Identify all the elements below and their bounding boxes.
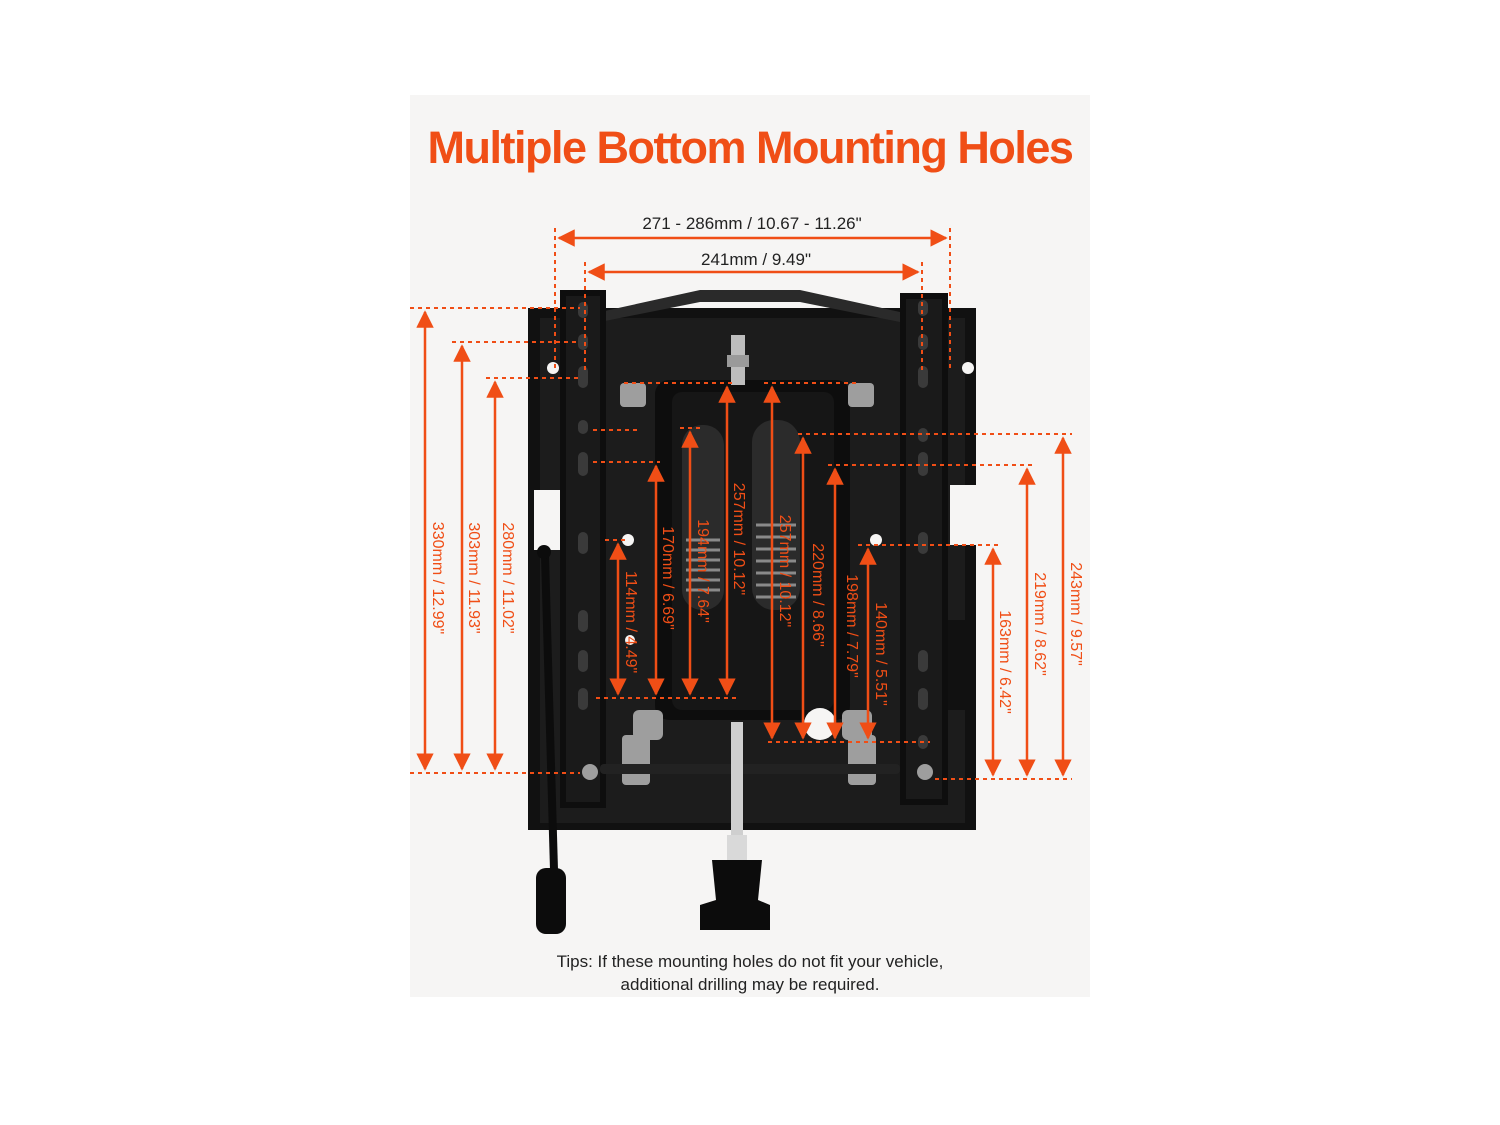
seat-mount-product <box>528 290 976 934</box>
adjustment-knob <box>700 860 770 930</box>
cross-bar <box>600 764 900 774</box>
label-257b: 257mm / 10.12" <box>776 515 793 627</box>
label-194: 194mm / 7.64" <box>694 519 711 623</box>
center-post <box>731 722 743 842</box>
lever-grip <box>536 868 566 934</box>
dimension-guides <box>410 228 1072 780</box>
label-220: 220mm / 8.66" <box>809 543 826 647</box>
page-title: Multiple Bottom Mounting Holes <box>427 122 1074 173</box>
label-170: 170mm / 6.69" <box>659 526 676 630</box>
spring-left <box>686 538 720 592</box>
tips-note: Tips: If these mounting holes do not fit… <box>410 950 1090 996</box>
dimension-arrows <box>416 229 1072 777</box>
label-257a: 257mm / 10.12" <box>730 483 747 595</box>
inner-width-label: 241mm / 9.49" <box>701 250 811 269</box>
outer-width-label: 271 - 286mm / 10.67 - 11.26" <box>642 214 861 233</box>
release-lever <box>541 556 558 870</box>
label-163: 163mm / 6.42" <box>996 610 1013 714</box>
label-243: 243mm / 9.57" <box>1067 562 1084 666</box>
label-219: 219mm / 8.62" <box>1031 572 1048 676</box>
tips-line-1: Tips: If these mounting holes do not fit… <box>556 952 944 971</box>
label-303: 303mm / 11.93" <box>465 522 482 633</box>
label-280: 280mm / 11.02" <box>499 522 516 633</box>
label-330: 330mm / 12.99" <box>429 522 446 634</box>
label-114: 114mm / 4.49" <box>622 571 639 673</box>
label-198: 198mm / 7.79" <box>843 574 860 678</box>
tips-line-2: additional drilling may be required. <box>620 975 880 994</box>
label-140: 140mm / 5.51" <box>872 602 889 706</box>
